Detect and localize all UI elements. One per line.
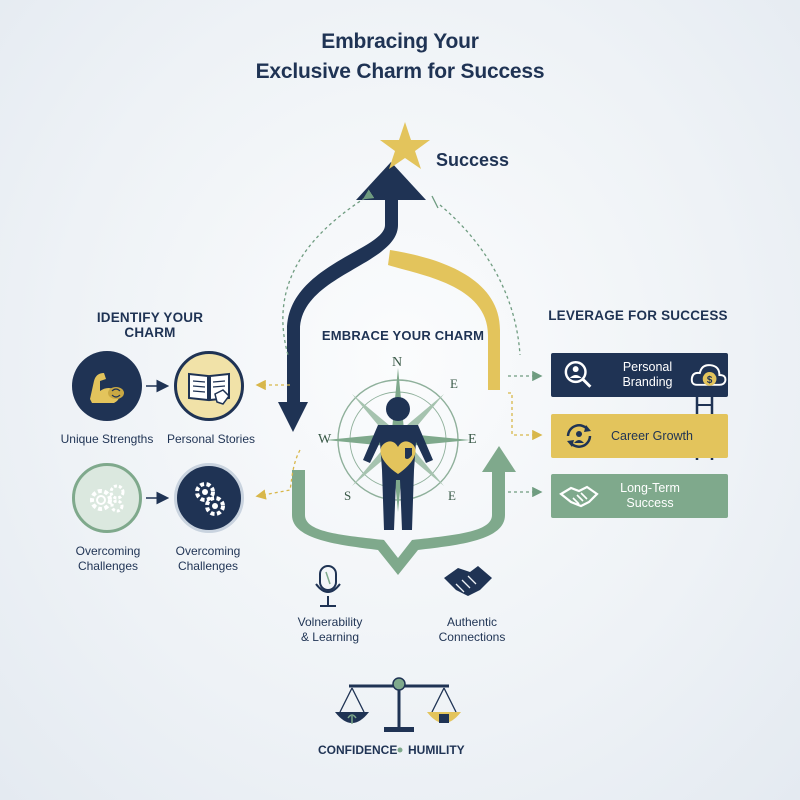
growth-cycle-icon — [566, 424, 592, 448]
vulnerability-learning-label: Volnerability & Learning — [297, 615, 363, 644]
cloud-dollar-icon: $ — [690, 364, 727, 386]
navy-arrow-head-up — [356, 162, 426, 200]
identify-heading: IDENTIFY YOUR CHARM — [96, 310, 204, 340]
compass-w: W — [318, 432, 332, 447]
person-icon — [363, 397, 433, 530]
title-line-1: Embracing Your — [321, 30, 479, 53]
compass-s: S — [344, 488, 352, 503]
open-book-icon — [188, 372, 230, 405]
leverage-heading: LEVERAGE FOR SUCCESS — [548, 308, 728, 323]
balance-separator-dot — [397, 747, 403, 753]
gold-flow-arrow — [388, 250, 500, 390]
unique-strengths-circle — [72, 351, 142, 421]
success-label: Success — [436, 150, 510, 170]
title-line-2: Exclusive Charm for Success — [255, 60, 545, 83]
sage-arrow-head-up — [482, 446, 516, 472]
overcoming-challenges-circle-1 — [72, 463, 142, 533]
personal-stories-circle — [174, 351, 244, 421]
balance-scale-icon — [335, 677, 461, 732]
unique-strengths-label: Unique Strengths — [60, 432, 154, 446]
microphone-icon — [315, 565, 341, 607]
handshake-icon — [444, 566, 492, 596]
magnifier-person-icon — [564, 361, 592, 388]
personal-stories-label: Personal Stories — [166, 432, 256, 446]
compass-se: E — [448, 488, 456, 503]
overcoming-challenges-label-2: Overcoming Challenges — [175, 544, 241, 573]
flexed-arm-brain-icon — [90, 373, 124, 403]
compass-n: N — [392, 355, 403, 370]
navy-arrow-head-down — [278, 402, 308, 432]
star-icon — [380, 122, 430, 169]
gears-icon — [90, 484, 125, 513]
embrace-heading: EMBRACE YOUR CHARM — [321, 328, 485, 343]
confidence-label: CONFIDENCE — [318, 743, 398, 757]
overcoming-challenges-circle-2 — [174, 463, 244, 533]
compass-ne: E — [450, 376, 458, 391]
humility-label: HUMILITY — [408, 743, 465, 757]
svg-text:$: $ — [707, 375, 713, 386]
career-growth-label: Career Growth — [611, 428, 693, 443]
long-term-success-card: Long-Term Success — [551, 474, 728, 518]
authentic-connections-label: Authentic Connections — [438, 615, 506, 644]
compass-e: E — [468, 432, 477, 447]
overcoming-challenges-label-1: Overcoming Challenges — [75, 544, 141, 573]
handshake-icon — [559, 485, 599, 508]
navy-flow-arrow — [287, 195, 398, 405]
career-growth-card: Career Growth — [551, 414, 728, 458]
personal-branding-card: Personal Branding $ — [551, 353, 728, 397]
gears-icon — [195, 482, 225, 516]
